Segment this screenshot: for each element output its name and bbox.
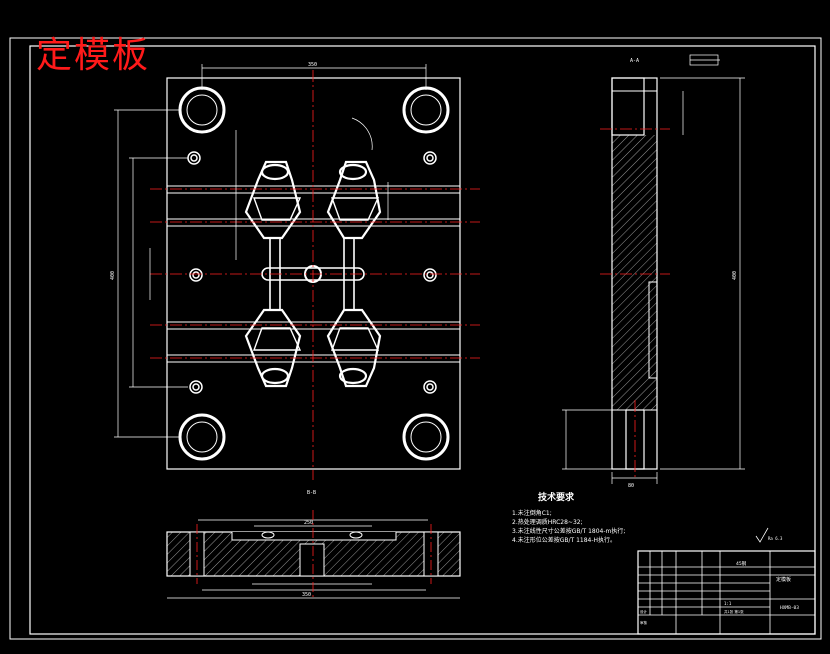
tech-requirement-item: 3.未注线性尺寸公差按GB/T 1804-m执行; — [512, 528, 626, 535]
side-section-view — [562, 54, 745, 484]
inner-frame — [29, 45, 816, 635]
plate-outline — [166, 77, 461, 470]
tech-requirements-heading: 技术要求 — [538, 493, 575, 503]
title-block-name: 定模板 — [776, 576, 791, 583]
plate-height-dim: 400 — [110, 271, 116, 280]
roughness-symbol — [755, 527, 769, 543]
title-block-drawing-no: HXMB-03 — [780, 605, 799, 611]
cooling-channels — [167, 185, 460, 363]
guide-holes — [178, 86, 450, 461]
section-width-dim: 350 — [302, 592, 311, 598]
technical-requirements: 技术要求 1.未注倒角C1; 2.热处理调质HRC28~32; 3.未注线性尺寸… — [512, 490, 625, 545]
title-block-sheet: 共1张 第1张 — [724, 609, 744, 614]
tech-requirement-item: 2.热处理调质HRC28~32; — [512, 519, 583, 526]
bottom-section-view — [166, 510, 461, 600]
dimension-lines — [114, 64, 427, 438]
side-height-dim: 400 — [732, 271, 738, 280]
title-block-scale: 1:1 — [724, 601, 732, 606]
side-thickness-dim: 80 — [628, 483, 634, 489]
drawing-title: 定模板 — [36, 35, 151, 76]
section-label-bottom: B-B — [307, 490, 316, 496]
title-block — [637, 550, 816, 635]
title-block-designer: 设计 — [640, 609, 648, 614]
title-block-material: 45钢 — [736, 560, 747, 567]
section-inner-dim: 250 — [304, 520, 313, 526]
outer-frame — [9, 37, 822, 640]
roughness-value: Ra 6.3 — [768, 536, 783, 541]
title-block-checker: 审核 — [640, 620, 648, 625]
section-label-top: A-A — [630, 58, 639, 64]
cavities — [244, 160, 382, 388]
plate-width-dim: 350 — [308, 62, 317, 68]
plan-view — [114, 64, 480, 480]
tech-requirement-item: 1.未注倒角C1; — [512, 510, 552, 517]
center-lines — [150, 70, 480, 480]
screw-holes — [187, 151, 437, 394]
tech-requirement-item: 4.未注形位公差按GB/T 1184-H执行。 — [512, 537, 617, 544]
